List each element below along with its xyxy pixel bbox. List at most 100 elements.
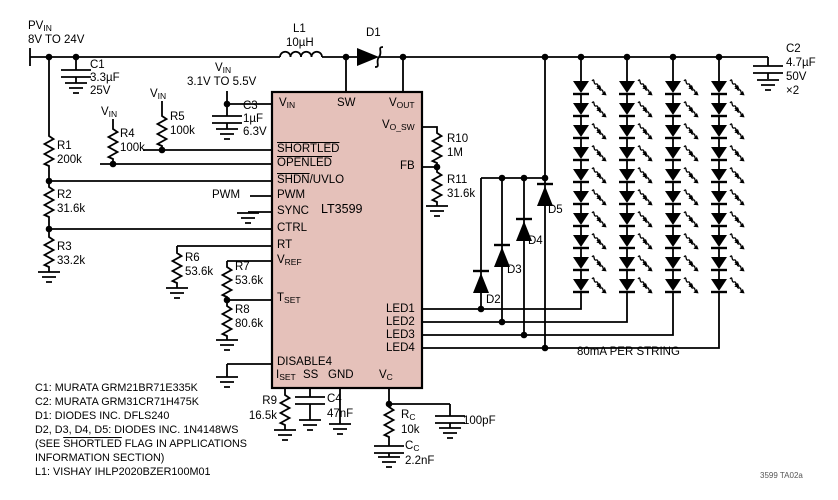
ground-c1 [64, 82, 88, 94]
d1-ref: D1 [366, 27, 381, 39]
resistor-r3 [43, 235, 55, 269]
resistor-r7 [221, 265, 233, 299]
pin-led3: LED3 [386, 329, 415, 341]
pin-led4: LED4 [386, 342, 415, 354]
ground-r8 [215, 339, 239, 351]
note-l1: L1: VISHAY IHLP2020BZER100M01 [35, 466, 211, 478]
c2-ref: C2 [786, 43, 801, 55]
wire-left-pins [49, 91, 272, 377]
cc-ref: CC [405, 440, 420, 453]
c3-voltage: 6.3V [243, 126, 267, 138]
resistor-r1 [43, 134, 55, 168]
pin-shdn-uvlo: SHDN/UVLO [277, 174, 345, 186]
ground-c3 [215, 128, 239, 140]
capacitor-c1 [60, 69, 92, 78]
pwm-external-label: PWM [212, 189, 241, 201]
r5-value: 100k [170, 125, 195, 137]
led-string-4 [711, 78, 745, 298]
diode-d4 [516, 217, 532, 241]
pin-vc: VC [379, 369, 393, 382]
ic-part-number: LT3599 [321, 202, 363, 216]
r3-value: 33.2k [57, 255, 86, 267]
led-string-3 [665, 78, 699, 298]
c3-value: 1µF [243, 113, 264, 125]
d5-ref: D5 [548, 204, 563, 216]
pin-sync: SYNC [277, 205, 309, 217]
resistor-r6 [171, 251, 183, 285]
wire-bottom-pins [284, 388, 451, 457]
c4-value: 47nF [327, 408, 354, 420]
resistor-r10 [431, 131, 443, 165]
c1-value: 3.3µF [90, 72, 120, 84]
r4-ref: R4 [120, 128, 135, 140]
r6-value: 53.6k [185, 266, 214, 278]
c1-voltage: 25V [90, 85, 111, 97]
pin-sw: SW [337, 97, 356, 109]
rc-value: 10k [401, 424, 420, 436]
r10-value: 1M [447, 147, 463, 159]
pin-fb: FB [400, 160, 415, 172]
r9-value: 16.5k [248, 410, 277, 422]
r2-ref: R2 [57, 189, 72, 201]
c2-qty: ×2 [786, 85, 800, 97]
resistor-r9 [279, 393, 291, 427]
capacitor-cc [373, 445, 405, 454]
pin-disable4: DISABLE4 [277, 356, 332, 368]
pin-vin: VIN [279, 97, 296, 110]
vin-label-r4: VIN [101, 106, 118, 119]
resistor-r4 [107, 127, 119, 161]
pin-vref: VREF [277, 254, 302, 267]
c2-value: 4.7µF [786, 57, 816, 69]
wire-string-tops [580, 57, 720, 78]
junction-dots [45, 53, 723, 408]
note-c2: C2: MURATA GRM31CR71H475K [35, 396, 200, 408]
ic-body [270, 90, 424, 390]
note-information-section: INFORMATION SECTION) [35, 452, 165, 464]
pin-led1: LED1 [386, 303, 415, 315]
wire-sw-vout-taps [345, 57, 404, 92]
diode-d2 [473, 269, 489, 293]
d2-ref: D2 [486, 294, 501, 306]
resistor-rc [383, 405, 395, 439]
ground-cc [377, 456, 401, 468]
diode-d1-schottky-bar [374, 46, 384, 68]
r2-value: 31.6k [57, 203, 86, 215]
pin-openled: OPENLED [277, 157, 332, 169]
r8-ref: R8 [235, 304, 250, 316]
capacitor-c4 [294, 396, 326, 405]
note-shortled-flag: (SEE SHORTLED FLAG IN APPLICATIONS [35, 438, 248, 450]
resistor-r5 [156, 114, 168, 148]
logic-rail-range: 3.1V TO 5.5V [187, 76, 257, 88]
ground-r3 [37, 271, 61, 283]
note-d2-d5: D2, D3, D4, D5: DIODES INC. 1N4148WS [35, 424, 239, 436]
r7-value: 53.6k [235, 275, 264, 287]
pin-led2: LED2 [386, 316, 415, 328]
r9-ref: R9 [262, 395, 277, 407]
led-string-2 [619, 78, 653, 298]
pin-pwm: PWM [277, 189, 306, 201]
r11-value: 31.6k [447, 188, 476, 200]
resistor-r11 [431, 170, 443, 204]
note-d1: D1: DIODES INC. DFLS240 [35, 410, 170, 422]
vin-label-r5: VIN [150, 88, 167, 101]
d4-ref: D4 [528, 235, 543, 247]
l1-value: 10µH [286, 37, 314, 49]
led-string-1 [573, 78, 607, 298]
ground-disable4 [215, 376, 239, 388]
c3-ref: C3 [243, 100, 258, 112]
wire-top-rail [29, 48, 768, 66]
capacitor-c2 [752, 65, 784, 74]
ground-100pf [438, 427, 462, 439]
c100-value: 100pF [463, 415, 496, 427]
inductor-l1 [279, 50, 323, 58]
r10-ref: R10 [447, 133, 469, 145]
pin-shortled: SHORTLED [277, 143, 340, 155]
pin-vout: VOUT [389, 97, 415, 110]
pin-ctrl: CTRL [277, 222, 308, 234]
diode-d3 [494, 243, 510, 267]
ground-r11 [425, 205, 449, 217]
logic-rail-label: VIN [215, 62, 232, 75]
pin-rt: RT [277, 239, 293, 251]
